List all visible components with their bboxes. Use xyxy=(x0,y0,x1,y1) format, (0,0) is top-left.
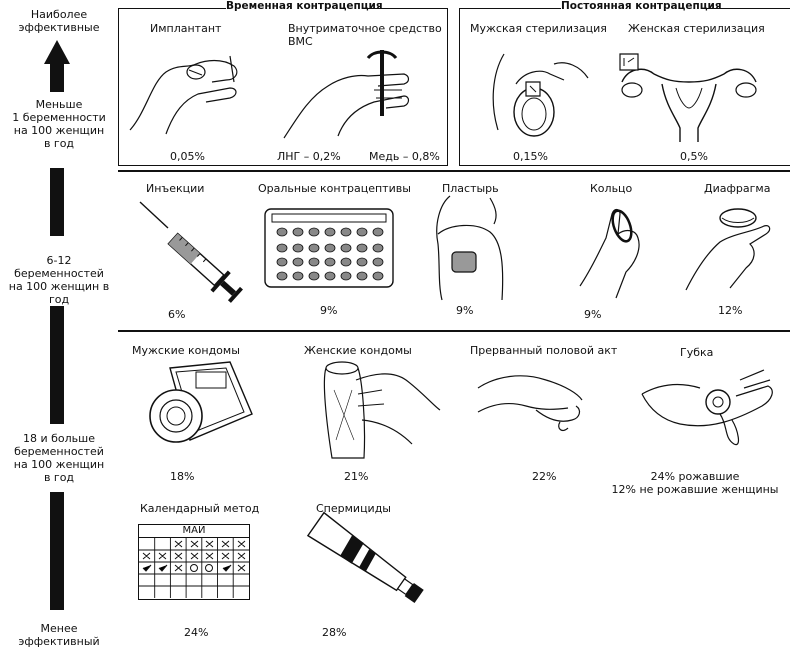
calendar-illustration: МАЙ xyxy=(138,524,250,600)
scale-bar-tier1 xyxy=(50,168,64,236)
pills-label: Оральные контрацептивы xyxy=(258,182,411,195)
calendar-grid-icon xyxy=(139,538,249,598)
condom-packet-illustration xyxy=(140,360,256,448)
tier1-label: Меньше 1 беременности на 100 женщин в го… xyxy=(12,98,106,150)
tier2-label: 6-12 беременностей на 100 женщин в год xyxy=(8,254,110,306)
calendar-label: Календарный метод xyxy=(140,502,260,515)
pill-pack-illustration xyxy=(264,208,394,288)
iud-hand-illustration xyxy=(278,46,418,142)
ring-label: Кольцо xyxy=(590,182,633,195)
diaphragm-hand-illustration xyxy=(680,198,776,294)
permanent-contraception-title: Постоянная контрацепция xyxy=(561,0,722,13)
spermicides-rate: 28% xyxy=(322,626,347,639)
spermicide-tube-illustration xyxy=(300,518,424,603)
iud-copper-rate: Медь – 0,8% xyxy=(369,150,440,163)
male-condoms-label: Мужские кондомы xyxy=(132,344,240,357)
injections-label: Инъекции xyxy=(146,182,205,195)
patch-arm-illustration xyxy=(420,194,516,302)
spermicides-label: Спермициды xyxy=(316,502,391,515)
male-sterilization-label: Мужская стерилизация xyxy=(470,22,607,35)
patch-label: Пластырь xyxy=(442,182,499,195)
scale-bar-tier3 xyxy=(50,492,64,610)
up-arrow-icon xyxy=(44,40,70,92)
withdrawal-label: Прерванный половой акт xyxy=(470,344,618,357)
calendar-rate: 24% xyxy=(184,626,209,639)
iud-lng-rate: ЛНГ – 0,2% xyxy=(277,150,341,163)
female-sterilization-rate: 0,5% xyxy=(680,150,708,163)
diaphragm-label: Диафрагма xyxy=(704,182,771,195)
withdrawal-illustration xyxy=(476,366,596,436)
syringe-illustration xyxy=(136,198,243,303)
pills-rate: 9% xyxy=(320,304,338,317)
ring-hand-illustration xyxy=(576,198,660,302)
male-condoms-rate: 18% xyxy=(170,470,195,483)
female-sterilization-uterus-illustration xyxy=(614,48,764,144)
most-effective-label: Наиболее эффективные xyxy=(18,8,100,34)
diaphragm-rate: 12% xyxy=(718,304,743,317)
ring-rate: 9% xyxy=(584,308,602,321)
withdrawal-rate: 22% xyxy=(532,470,557,483)
implant-label: Имплантант xyxy=(150,22,222,35)
sponge-rate: 24% рожавшие 12% не рожавшие женщины xyxy=(611,470,779,496)
patch-rate: 9% xyxy=(456,304,474,317)
female-condom-hand-illustration xyxy=(312,360,442,460)
calendar-month: МАЙ xyxy=(139,525,249,538)
injections-rate: 6% xyxy=(168,308,186,321)
male-sterilization-rate: 0,15% xyxy=(513,150,548,163)
tier-divider-2 xyxy=(118,330,790,332)
female-sterilization-label: Женская стерилизация xyxy=(628,22,765,35)
implant-hand-illustration xyxy=(126,42,246,138)
male-sterilization-illustration xyxy=(484,44,594,144)
least-effective-label: Менее эффективный xyxy=(18,622,100,648)
sponge-hand-illustration xyxy=(640,360,780,456)
tier3-label: 18 и больше беременностей на 100 женщин … xyxy=(13,432,105,484)
implant-rate: 0,05% xyxy=(170,150,205,163)
sponge-label: Губка xyxy=(680,346,714,359)
tier-divider-1 xyxy=(118,170,790,172)
iud-label: Внутриматочное средство ВМС xyxy=(288,22,442,48)
female-condoms-label: Женские кондомы xyxy=(304,344,412,357)
female-condoms-rate: 21% xyxy=(344,470,369,483)
scale-bar-tier2 xyxy=(50,306,64,424)
temporary-contraception-title: Временная контрацепция xyxy=(226,0,383,13)
